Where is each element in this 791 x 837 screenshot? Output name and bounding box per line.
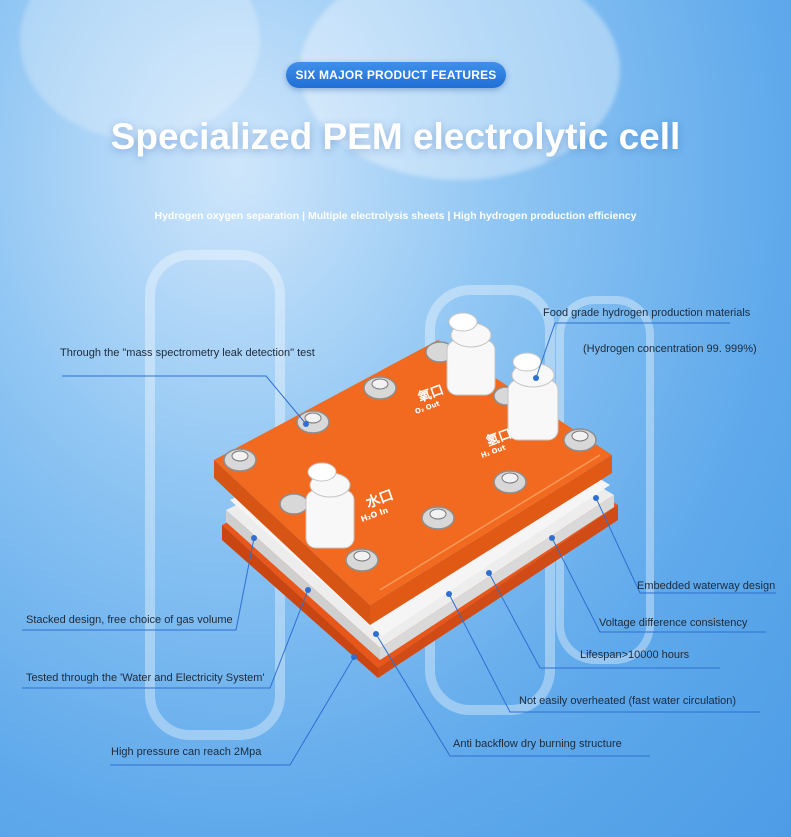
feature-voltage: Voltage difference consistency bbox=[599, 617, 748, 629]
features-badge: SIX MAJOR PRODUCT FEATURES bbox=[286, 62, 506, 88]
feature-tested: Tested through the 'Water and Electricit… bbox=[26, 672, 265, 684]
page-subtitle: Hydrogen oxygen separation | Multiple el… bbox=[154, 210, 637, 222]
callout-dots bbox=[251, 375, 599, 660]
feature-lifespan: Lifespan>10000 hours bbox=[580, 649, 690, 661]
feature-leak-test: Through the "mass spectrometry leak dete… bbox=[60, 347, 315, 359]
gas-fittings bbox=[305, 312, 559, 549]
callout-lines bbox=[22, 322, 776, 766]
feature-pressure: High pressure can reach 2Mpa bbox=[111, 746, 262, 758]
feature-overheat: Not easily overheated (fast water circul… bbox=[519, 695, 737, 707]
background-glow bbox=[300, 0, 620, 180]
feature-food-grade: Food grade hydrogen production materials bbox=[543, 307, 751, 319]
feature-stacked: Stacked design, free choice of gas volum… bbox=[26, 614, 233, 626]
feature-waterway: Embedded waterway design bbox=[637, 580, 776, 592]
feature-backflow: Anti backflow dry burning structure bbox=[453, 738, 622, 750]
feature-purity: (Hydrogen concentration 99. 999%) bbox=[583, 343, 757, 355]
page-title: Specialized PEM electrolytic cell bbox=[110, 116, 681, 157]
